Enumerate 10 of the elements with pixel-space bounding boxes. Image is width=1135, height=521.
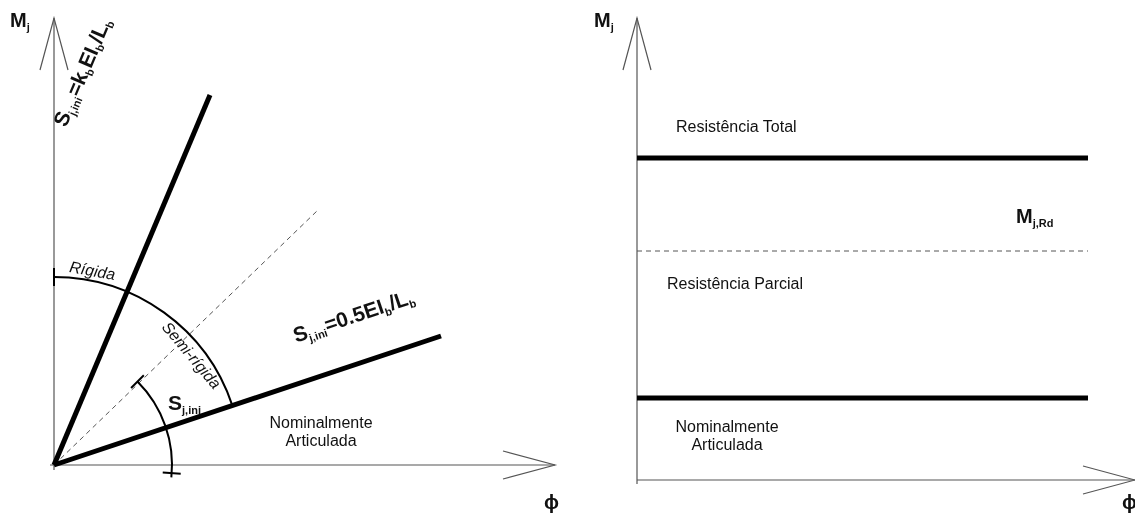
axis-label: M$_{j}$ <box>10 8 30 35</box>
zone-label: Nominalmente Articulada <box>674 418 780 454</box>
axis-label: M$_{j}$ <box>594 8 614 35</box>
axis-label: ϕ <box>544 490 559 514</box>
zone-label: Rígida <box>68 258 117 285</box>
zone-label: Resistência Parcial <box>667 275 804 293</box>
zone-label: Resistência Total <box>676 118 797 136</box>
formula-label: S$_{j,ini}$ <box>168 390 201 418</box>
formula-label: M$_{j,Rd}$ <box>1016 204 1054 231</box>
zone-label: Nominalmente Articulada <box>268 414 374 450</box>
